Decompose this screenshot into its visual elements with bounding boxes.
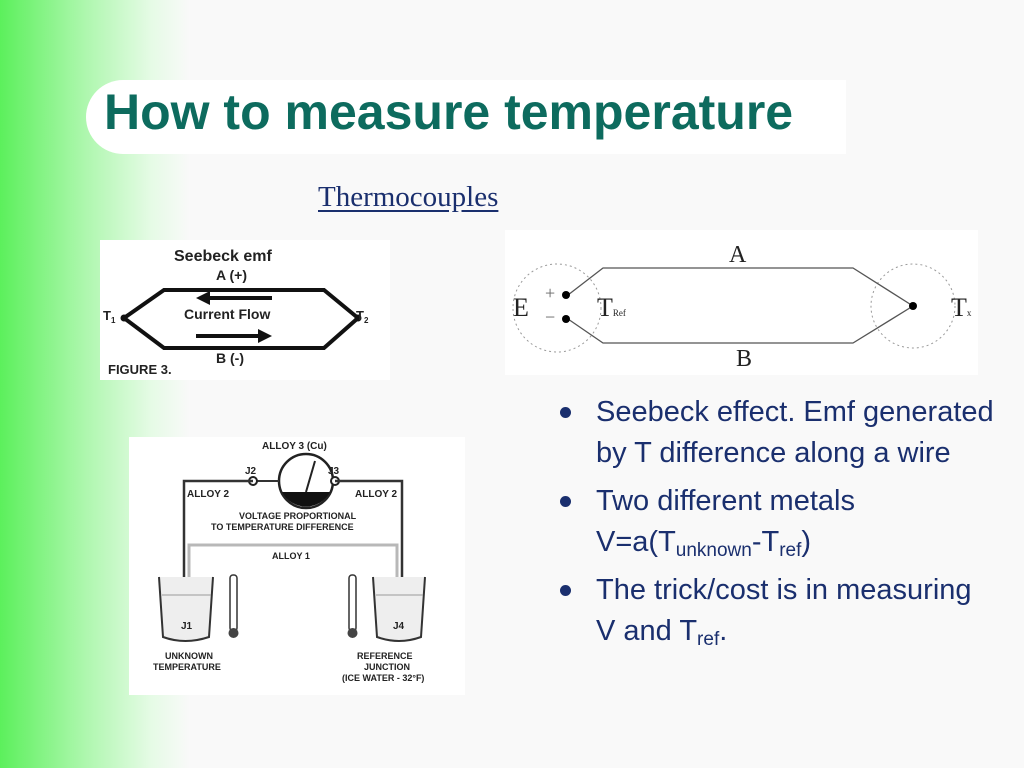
arrow-left-icon — [196, 291, 210, 305]
bullet-text: Two different metals V=a(Tunknown-Tref) — [596, 485, 855, 561]
alloy2-right-wire — [335, 479, 404, 602]
bullet-item: The trick/cost is in measuring V and Tre… — [556, 570, 996, 652]
alloy2-left-wire — [182, 479, 253, 602]
j4-label: J4 — [393, 621, 405, 632]
alloy3-label: ALLOY 3 (Cu) — [262, 441, 327, 452]
seebeck-top-wire-label: A (+) — [216, 267, 247, 283]
wire-b — [567, 305, 914, 344]
wire-b-label: B — [736, 346, 752, 372]
bullet-icon — [560, 407, 571, 418]
reference-junction-circle — [512, 263, 602, 353]
title-background — [86, 80, 846, 154]
t-ref-label: TRef — [597, 293, 626, 322]
bullet-list: Seebeck effect. Emf generated by T diffe… — [556, 392, 996, 659]
voltmeter-needle — [305, 460, 316, 493]
j1-label: J1 — [181, 621, 193, 632]
j2-label: J2 — [245, 466, 257, 477]
alloy2-right-label: ALLOY 2 — [355, 489, 397, 500]
alloy2-left-label: ALLOY 2 — [187, 489, 229, 500]
bullet-item: Seebeck effect. Emf generated by T diffe… — [556, 392, 996, 474]
ref-label-line2: JUNCTION — [364, 662, 410, 672]
seebeck-bottom-wire-label: B (-) — [216, 350, 244, 366]
bullet-icon — [560, 585, 571, 596]
alloy1-wire — [187, 543, 399, 602]
terminal-plus — [562, 291, 570, 299]
measurement-junction-circle — [870, 263, 956, 349]
figure-caption: FIGURE 3. — [108, 362, 172, 377]
thermocouple-circuit-figure: A E + − TRef Tx B — [505, 230, 978, 375]
voltage-label-line1: VOLTAGE PROPORTIONAL — [239, 511, 357, 521]
bullet-item: Two different metals V=a(Tunknown-Tref) — [556, 481, 996, 563]
slide-title: How to measure temperature — [104, 84, 794, 140]
voltmeter-dial — [282, 492, 330, 507]
t-x-label: Tx — [951, 293, 972, 322]
current-flow-label: Current Flow — [184, 306, 270, 322]
ref-label-line3: (ICE WATER - 32°F) — [342, 673, 424, 683]
thermometer-right-bulb — [347, 628, 358, 638]
seebeck-heading: Seebeck emf — [174, 248, 273, 265]
wire-a — [567, 267, 914, 307]
arrow-right-icon — [258, 329, 272, 343]
thermocouple-apparatus-figure: ALLOY 3 (Cu) J2 J3 ALLOY 2 ALLOY 2 VOLTA… — [129, 437, 465, 695]
beaker-right — [372, 576, 426, 642]
thermometer-right — [348, 574, 357, 632]
bullet-text: Seebeck effect. Emf generated by T diffe… — [596, 396, 994, 469]
seebeck-figure: Seebeck emf A (+) T1 T2 Current Flow B (… — [100, 240, 390, 380]
thermometer-left — [229, 574, 238, 632]
t1-label: T1 — [103, 308, 116, 325]
bullet-text: The trick/cost is in measuring V and Tre… — [596, 574, 972, 650]
thermometer-left-bulb — [228, 628, 239, 638]
bullet-icon — [560, 496, 571, 507]
junction-t2-dot — [354, 314, 362, 322]
terminal-minus — [562, 315, 570, 323]
j3-label: J3 — [328, 466, 340, 477]
measurement-junction-dot — [909, 302, 917, 310]
alloy1-label: ALLOY 1 — [272, 551, 310, 561]
voltage-label-line2: TO TEMPERATURE DIFFERENCE — [211, 522, 354, 532]
unknown-label-line2: TEMPERATURE — [153, 662, 221, 672]
wire-a-label: A — [729, 242, 747, 268]
beaker-left — [158, 576, 214, 642]
ref-label-line1: REFERENCE — [357, 651, 413, 661]
minus-sign: − — [545, 307, 555, 327]
plus-sign: + — [545, 283, 555, 303]
t2-label: T2 — [356, 308, 369, 325]
junction-t1-dot — [120, 314, 128, 322]
unknown-label-line1: UNKNOWN — [165, 651, 213, 661]
slide-subtitle: Thermocouples — [318, 181, 499, 213]
emf-label: E — [513, 293, 529, 322]
